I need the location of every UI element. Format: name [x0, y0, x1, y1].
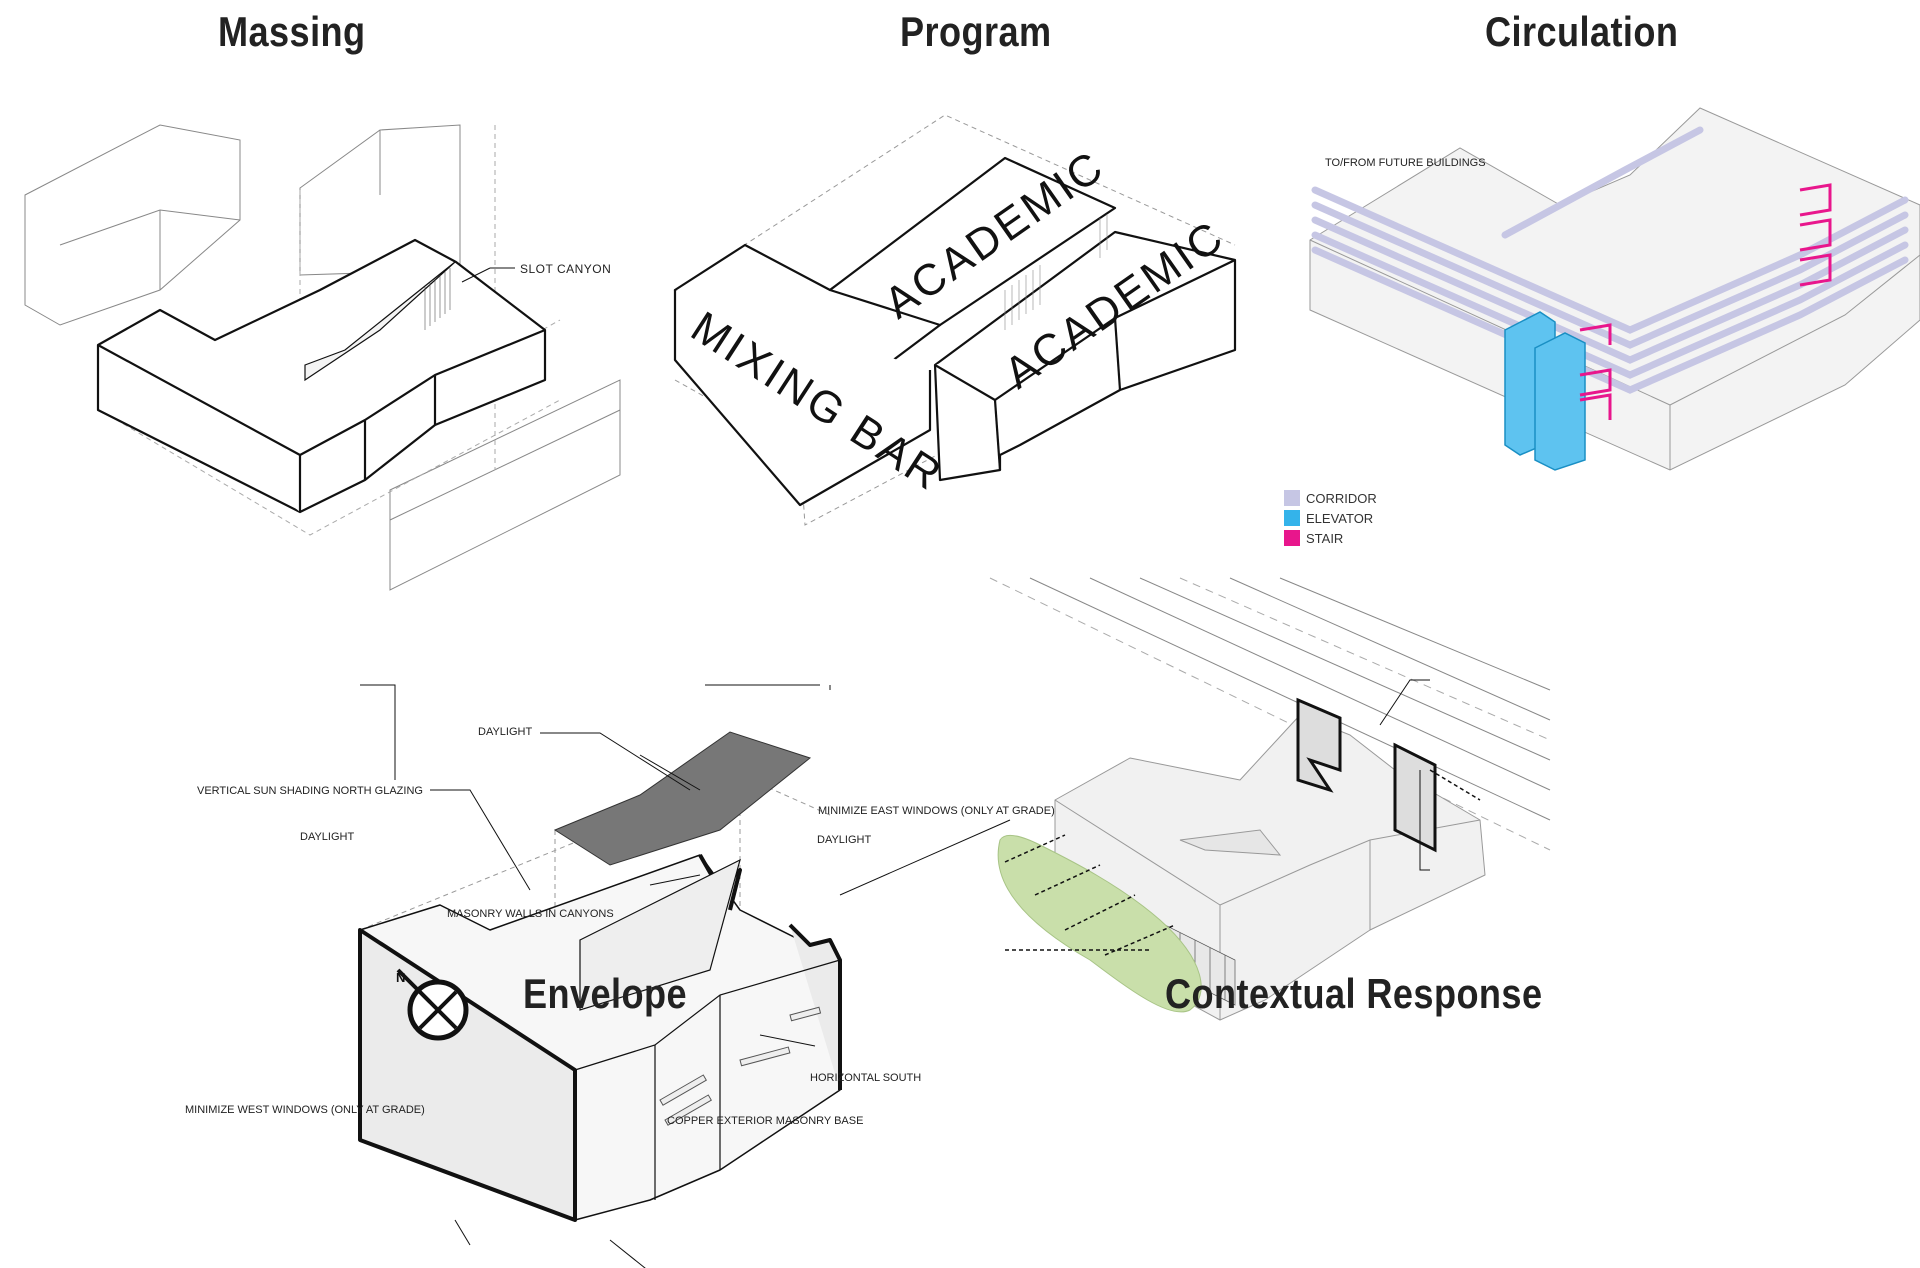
- program-panel: Program ACADEMIC ACADEMIC MIX: [640, 0, 1280, 600]
- contextual-title: Contextual Response: [1165, 970, 1543, 1017]
- legend-elevator: ELEVATOR: [1284, 510, 1373, 526]
- stair-swatch: [1284, 530, 1300, 546]
- circulation-title: Circulation: [1485, 8, 1679, 55]
- minimize-west-label: MINIMIZE WEST WINDOWS (ONLY AT GRADE): [185, 1104, 425, 1116]
- daylight-right-label: DAYLIGHT: [817, 834, 871, 846]
- legend-stair-label: STAIR: [1306, 530, 1344, 546]
- minimize-east-label: MINIMIZE EAST WINDOWS (ONLY AT GRADE): [818, 805, 1055, 817]
- legend-elevator-label: ELEVATOR: [1306, 510, 1374, 526]
- massing-title: Massing: [218, 8, 366, 55]
- daylight-top-label: DAYLIGHT: [478, 726, 532, 738]
- masonry-walls-label: MASONRY WALLS IN CANYONS: [447, 908, 614, 920]
- contextual-diagram: [989, 577, 1551, 1021]
- contextual-panel: Contextual Response: [960, 577, 1920, 1268]
- massing-panel: Massing: [0, 0, 640, 600]
- slot-canyon-label: SLOT CANYON: [520, 262, 611, 276]
- program-title: Program: [900, 8, 1052, 55]
- legend-corridor: CORRIDOR: [1284, 490, 1377, 506]
- legend-corridor-label: CORRIDOR: [1306, 490, 1377, 506]
- program-diagram: ACADEMIC ACADEMIC MIXING BAR: [673, 114, 1237, 526]
- svg-text:N: N: [396, 970, 405, 985]
- envelope-title: Envelope: [523, 970, 688, 1017]
- copper-base-label: COPPER EXTERIOR MASONRY BASE: [667, 1115, 863, 1127]
- envelope-panel: VERTICAL SUN SHADING NORTH GLAZING MINIM…: [0, 640, 1060, 1268]
- circulation-panel: Circulation TO/FROM: [1280, 0, 1920, 600]
- legend-stair: STAIR: [1284, 530, 1343, 546]
- horizontal-south-label: HORIZONTAL SOUTH: [810, 1072, 921, 1084]
- massing-diagram: SLOT CANYON: [24, 124, 621, 591]
- envelope-diagram: VERTICAL SUN SHADING NORTH GLAZING MINIM…: [185, 684, 1055, 1268]
- corridor-swatch: [1284, 490, 1300, 506]
- north-arrow-icon: N: [396, 968, 469, 1041]
- circulation-diagram: TO/FROM FUTURE BUILDINGS: [1309, 107, 1920, 471]
- landscape-area: [997, 834, 1202, 1013]
- elevator-swatch: [1284, 510, 1300, 526]
- future-buildings-label: TO/FROM FUTURE BUILDINGS: [1325, 157, 1486, 169]
- vertical-sun-label: VERTICAL SUN SHADING NORTH GLAZING: [197, 785, 423, 797]
- daylight-left-label: DAYLIGHT: [300, 831, 354, 843]
